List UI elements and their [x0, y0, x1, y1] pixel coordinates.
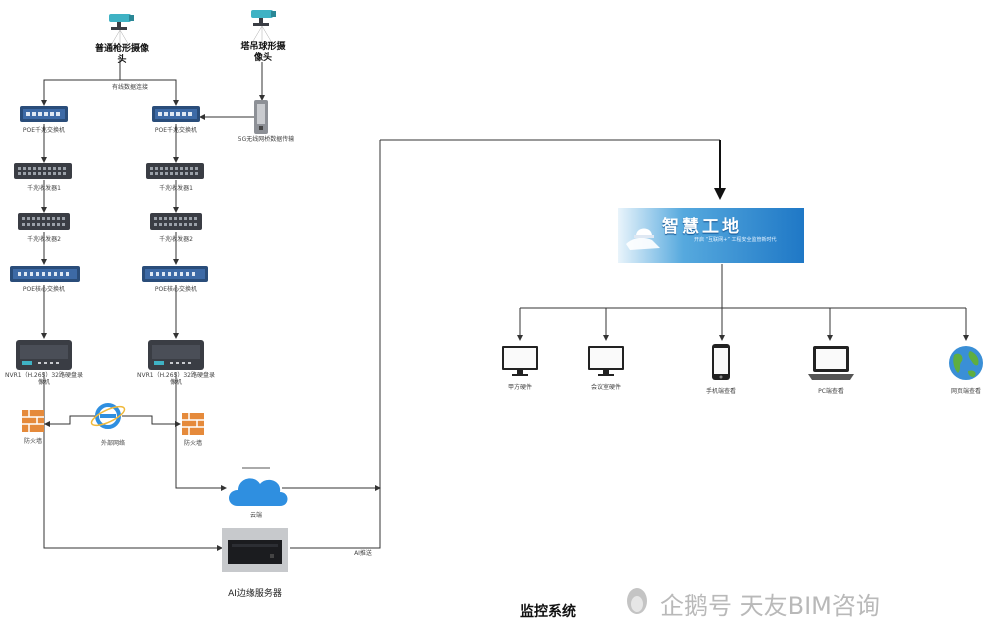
bullet-camera-icon	[106, 14, 134, 53]
internet-explorer-icon	[90, 403, 126, 429]
client-label-3: PC端查看	[818, 388, 844, 395]
left-optical-1-icon	[14, 163, 72, 179]
left-core-switch-label: POE核心交换机	[22, 286, 66, 293]
right-firewall-icon	[182, 413, 204, 435]
client-label-0: 甲方硬件	[507, 384, 532, 391]
hardhat-hand-icon	[626, 228, 660, 250]
cloud-label: 云端	[249, 512, 262, 519]
left-optical-2-icon	[18, 213, 70, 230]
ai-push-label: AI推送	[354, 550, 372, 557]
client-monitor-1-icon	[502, 346, 538, 376]
client-phone-icon	[712, 344, 730, 380]
dome-camera-label: 塔吊球形摄像头	[240, 42, 286, 63]
watermark-text: 企鹅号 天友BIM咨询	[660, 592, 880, 620]
right-optical-2-icon	[150, 213, 202, 230]
line-cam-left-to-right-switch	[120, 79, 179, 106]
right-firewall-label: 防火墙	[183, 440, 202, 447]
internet-label: 外部网络	[100, 440, 125, 447]
diagram-caption: 监控系统	[520, 604, 576, 620]
connection-lines	[41, 60, 720, 551]
line-right-nvr-to-cloud	[175, 372, 227, 491]
wireless-bridge-label: 5G无线网桥数据传输	[237, 136, 295, 143]
left-optical-2-label: 千兆收发器2	[27, 236, 61, 243]
line-cam-left-to-left-switch	[41, 79, 120, 106]
left-poe-switch-label: POE千兆交换机	[22, 127, 66, 134]
client-label-2: 手机端查看	[705, 388, 736, 395]
wireless-bridge-icon	[254, 100, 268, 134]
right-core-switch-icon	[142, 266, 208, 282]
client-globe-icon	[949, 346, 983, 380]
platform-subtitle: 开启 “互联网+” 工程安全监管新时代	[694, 237, 777, 243]
left-poe-switch-icon	[20, 106, 68, 122]
left-firewall-icon	[22, 410, 44, 432]
ai-server-label: AI边缘服务器	[228, 589, 282, 599]
right-optical-1-label: 千兆收发器1	[159, 185, 193, 192]
right-optical-2-label: 千兆收发器2	[159, 236, 193, 243]
line-internet-to-left-fw	[44, 415, 98, 427]
left-optical-1-label: 千兆收发器1	[27, 185, 61, 192]
right-nvr-label: NVR1（H.265）32路硬盘录像机	[137, 372, 215, 386]
line-server-to-trunk	[290, 140, 381, 549]
left-firewall-label: 防火墙	[23, 438, 42, 445]
bullet-camera-label: 普通枪形摄像头	[94, 44, 149, 65]
right-poe-switch-icon	[152, 106, 200, 122]
cloud-icon	[229, 478, 288, 506]
left-nvr-icon	[16, 340, 72, 370]
client-laptop-icon	[808, 346, 854, 380]
distribution-lines	[517, 264, 969, 341]
client-monitor-2-icon	[588, 346, 624, 376]
client-label-4: 网页端查看	[950, 388, 981, 395]
wired-connection-label: 有线数据连接	[111, 84, 148, 91]
right-nvr-icon	[148, 340, 204, 370]
left-core-switch-icon	[10, 266, 80, 282]
left-nvr-label: NVR1（H.265）32路硬盘录像机	[5, 372, 83, 386]
client-label-1: 会议室硬件	[590, 384, 621, 391]
right-poe-switch-label: POE千兆交换机	[154, 127, 198, 134]
dome-camera-icon	[248, 10, 276, 49]
ai-server-icon	[222, 528, 288, 572]
smart-site-platform-banner: 智慧工地 开启 “互联网+” 工程安全监管新时代	[618, 208, 804, 263]
right-core-switch-label: POE核心交换机	[154, 286, 198, 293]
right-optical-1-icon	[146, 163, 204, 179]
penguin-logo-icon	[627, 588, 647, 614]
line-left-nvr-to-server	[43, 372, 223, 551]
platform-title: 智慧工地	[662, 217, 742, 237]
line-internet-to-right-fw	[122, 415, 181, 427]
